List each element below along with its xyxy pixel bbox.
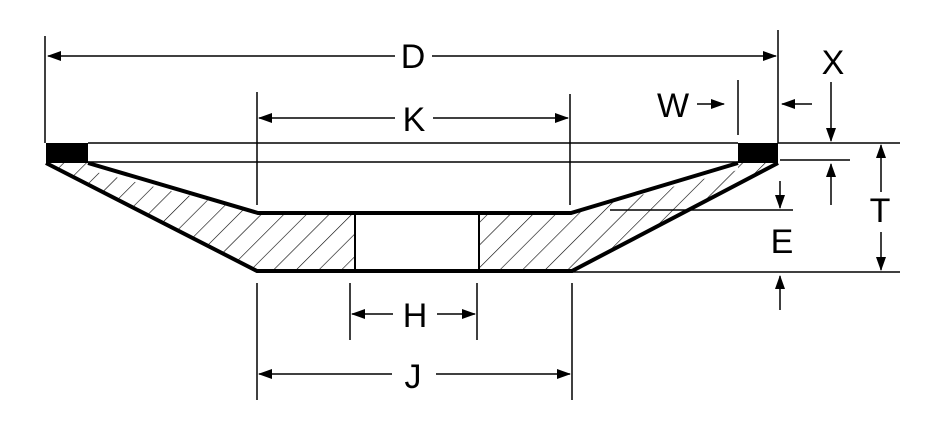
left-abrasive-rim: [46, 143, 88, 163]
label-h: H: [403, 297, 428, 335]
label-d: D: [401, 38, 426, 76]
right-body-section: [479, 163, 778, 271]
label-e: E: [771, 223, 794, 261]
dimension-arrows: [47, 51, 886, 379]
extension-lines: [44, 30, 900, 400]
label-k: K: [403, 101, 426, 139]
wheel-outline: [45, 161, 779, 273]
left-body-section: [46, 163, 355, 271]
label-x: X: [822, 44, 845, 82]
wheel-inner-outline: [87, 161, 739, 215]
label-j: J: [405, 358, 422, 396]
wheel-cross-section: [45, 142, 793, 273]
label-t: T: [870, 192, 891, 230]
label-w: W: [657, 87, 689, 125]
dimension-labels: D K W X T E H J: [401, 38, 891, 396]
right-abrasive-rim: [738, 143, 778, 163]
